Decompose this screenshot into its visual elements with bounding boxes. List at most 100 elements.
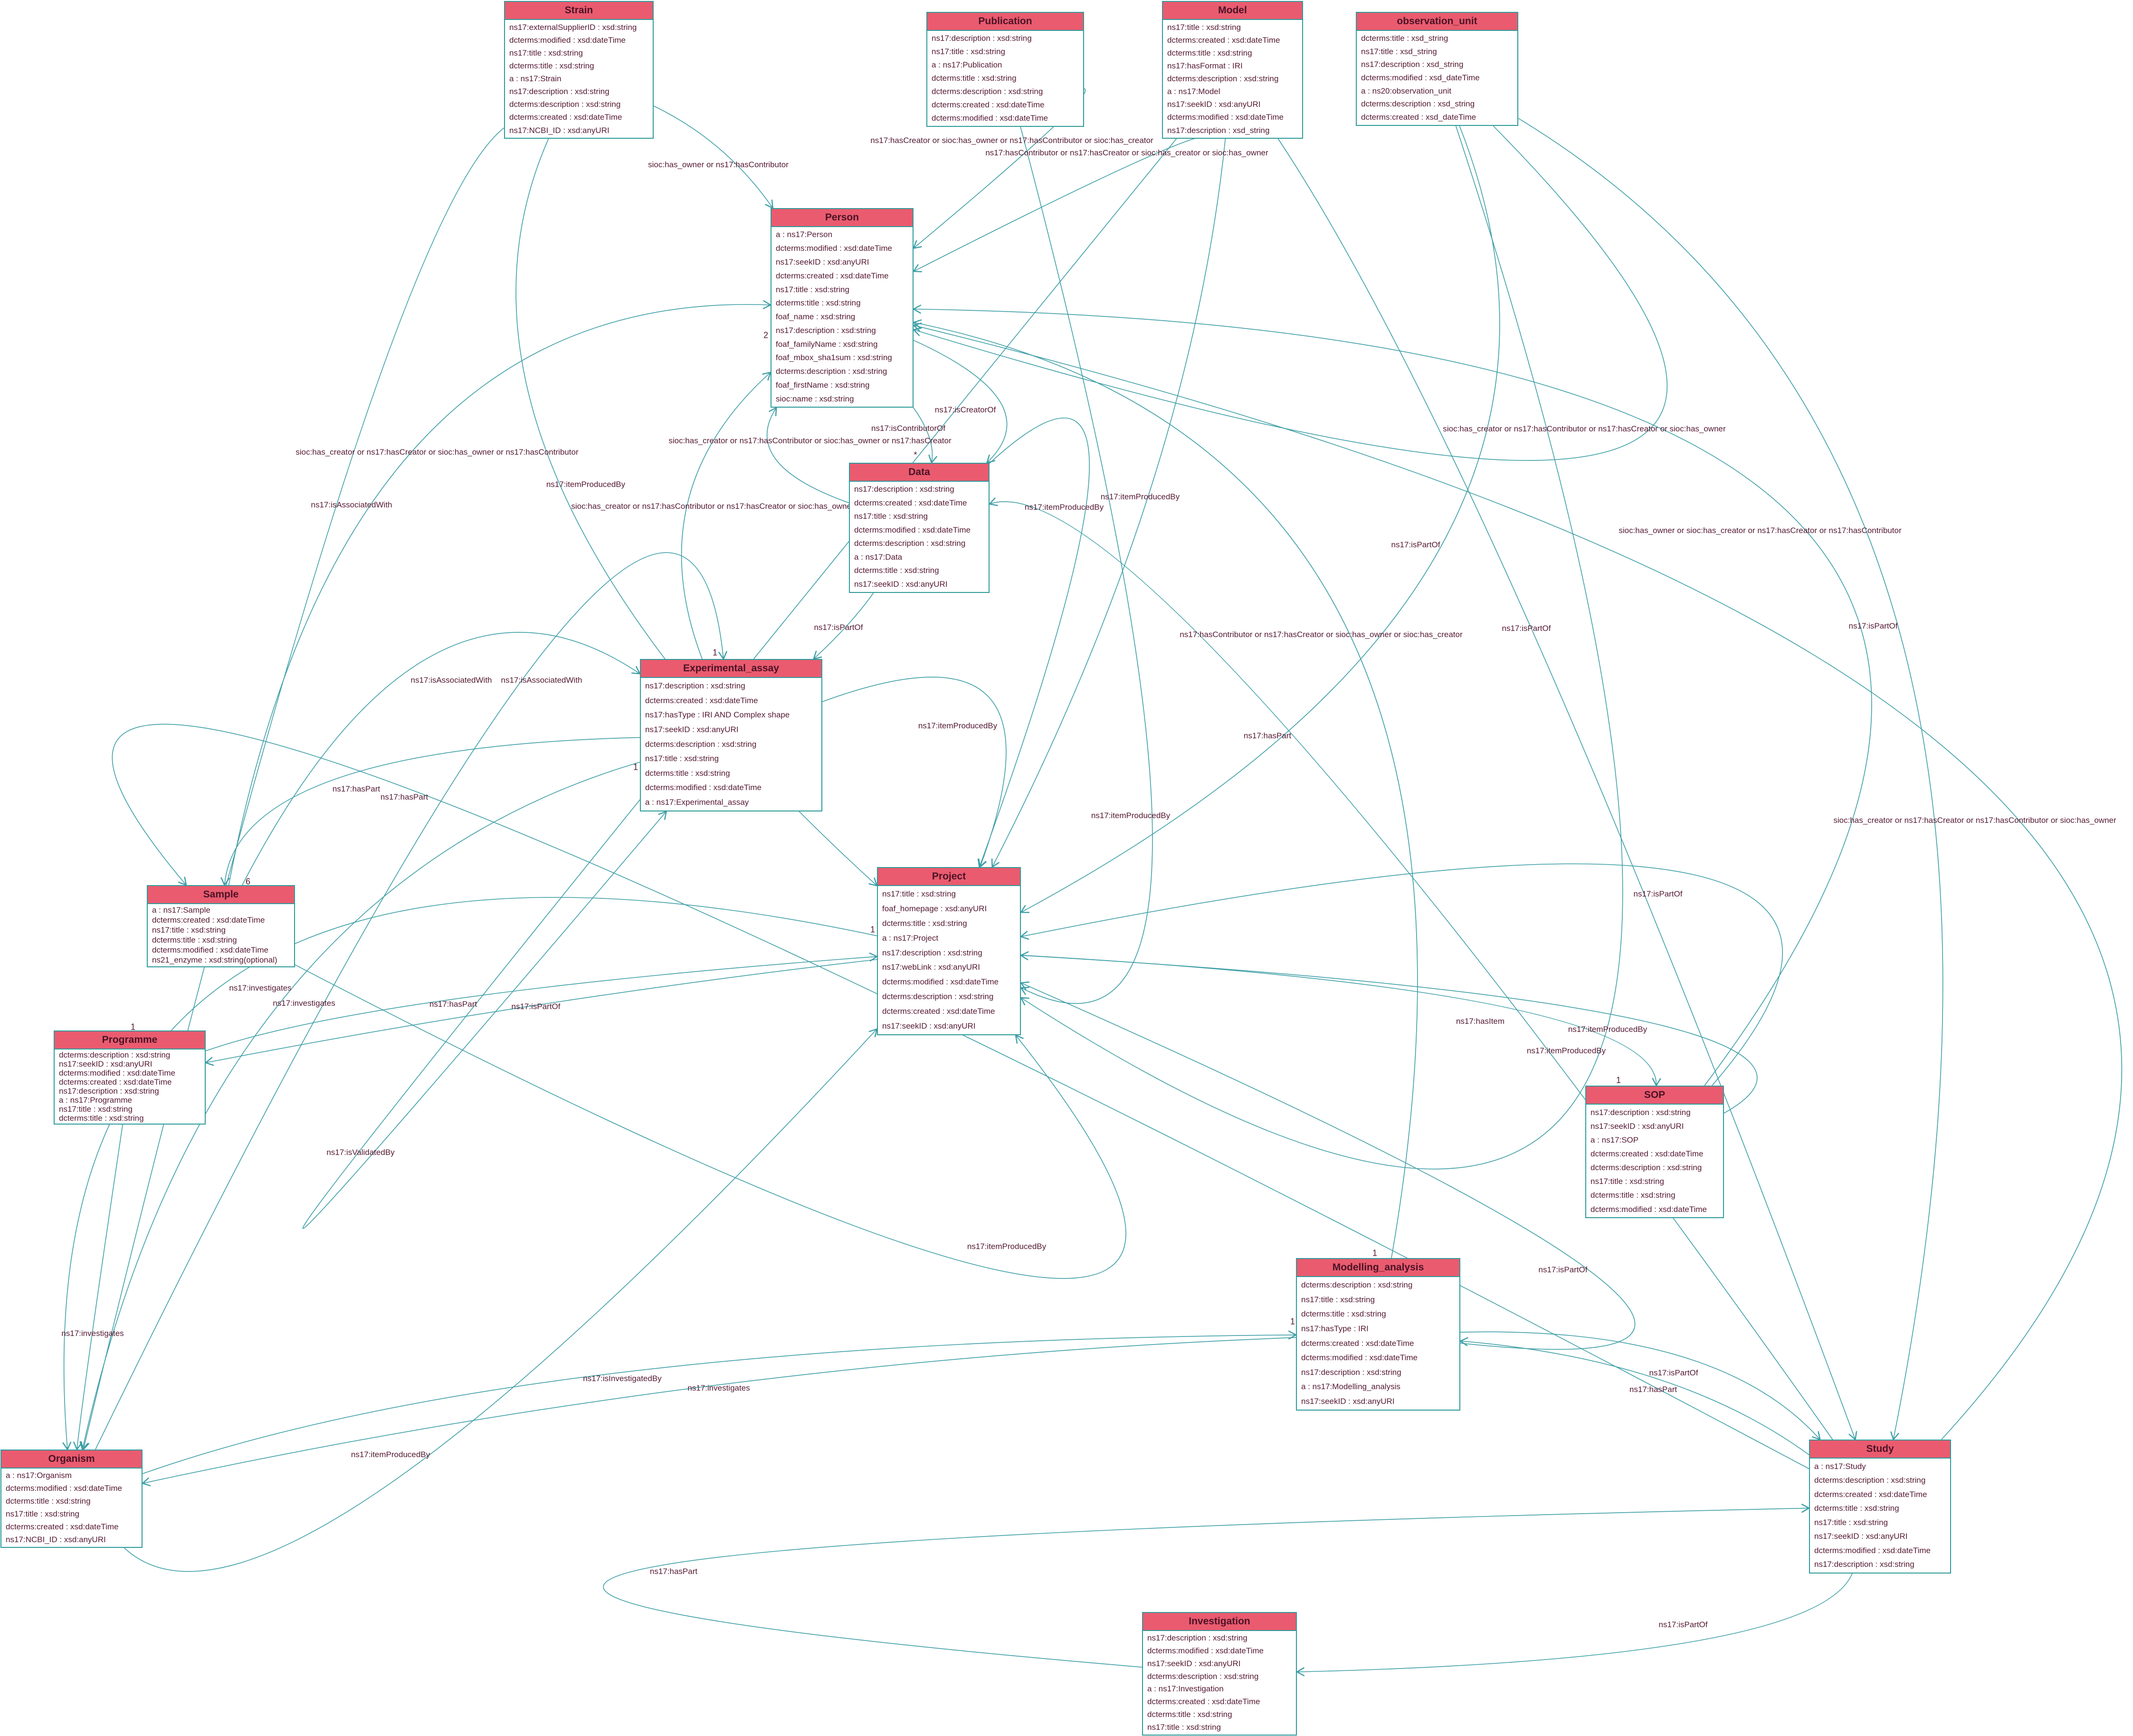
attribute-row: dcterms:created : xsd:dateTime: [59, 1077, 172, 1087]
multiplicity-label: *: [914, 450, 917, 460]
entity-title-modelling_analysis: Modelling_analysis: [1297, 1259, 1459, 1277]
attribute-row: ns17:description : xsd:string: [1301, 1367, 1401, 1377]
attribute-row: ns17:seekID : xsd:anyURI: [59, 1059, 152, 1068]
edge-observation_unit-person: [912, 125, 1667, 461]
edge-model-study: [1277, 138, 1857, 1441]
edge-label-data-person: sioc:has_creator or ns17:hasContributor …: [668, 436, 952, 445]
attribute-row: a : ns17:Model: [1167, 87, 1220, 96]
edge-label-strain-organism: ns17:isAssociatedWith: [311, 500, 392, 509]
edge-modelling_analysis-study: [1460, 1331, 1821, 1440]
entity-title-model: Model: [1163, 2, 1302, 20]
edge-study-investigation: [1295, 1573, 1853, 1677]
attribute-row: dcterms:created : xsd:dateTime: [882, 1006, 995, 1016]
edge-label-model-experimental_assay: ns17:isValidatedBy: [326, 1148, 395, 1157]
attribute-row: a : ns17:Organism: [6, 1471, 72, 1480]
attribute-row: dcterms:description : xsd:string: [1814, 1476, 1926, 1485]
attribute-row: ns17:seekID : xsd:anyURI: [776, 257, 869, 267]
edge-label-observation_unit-study: ns17:isPartOf: [1848, 621, 1898, 630]
edge-label-sop-project: ns17:isPartOf: [1633, 889, 1683, 898]
edge-modelling_analysis-organism: [141, 1337, 1296, 1487]
attribute-row: a : ns20:observation_unit: [1361, 86, 1451, 95]
attribute-row: ns17:description : xsd:string: [1814, 1560, 1914, 1569]
edge-label-modelling_analysis-study: ns17:isPartOf: [1649, 1368, 1698, 1377]
attribute-row: foaf_name : xsd:string: [776, 312, 856, 322]
attribute-row: foaf_mbox_sha1sum : xsd:string: [776, 353, 892, 362]
edge-label-organism-experimental_assay: ns17:isAssociatedWith: [501, 676, 582, 685]
edge-label-sop-person: sioc:has_owner or sioc:has_creator or ns…: [1619, 526, 1902, 535]
entity-title-investigation: Investigation: [1143, 1613, 1296, 1631]
attribute-row: ns17:title : xsd:string: [1590, 1177, 1664, 1186]
attribute-row: dcterms:title : xsd:string: [1590, 1191, 1676, 1200]
attribute-row: dcterms:title : xsd:string: [882, 919, 967, 928]
attribute-row: dcterms:created : xsd:dateTime: [1147, 1697, 1260, 1707]
attribute-row: ns17:description : xsd:string: [645, 681, 745, 691]
attribute-row: dcterms:title : xsd:string: [152, 935, 237, 945]
attribute-row: dcterms:modified : xsd_dateTime: [1361, 73, 1480, 83]
attribute-row: a : ns17:Investigation: [1147, 1684, 1224, 1694]
entity-title-data: Data: [850, 464, 989, 482]
edge-label-project-organism: ns17:investigates: [229, 983, 292, 992]
edge-experimental_assay-sample: [220, 737, 640, 887]
attribute-row: ns17:title : xsd:string: [59, 1104, 133, 1114]
attribute-row: ns17:NCBI_ID : xsd:anyURI: [509, 125, 609, 135]
attribute-row: ns17:description : xsd:string: [776, 325, 876, 335]
attribute-row: dcterms:created : xsd:dateTime: [1814, 1489, 1927, 1499]
entity-title-publication: Publication: [927, 13, 1083, 31]
edge-investigation-study: [603, 1503, 1810, 1668]
edge-observation_unit-project: [1019, 125, 1500, 913]
edge-publication-project: [1019, 126, 1153, 1004]
edge-label-model-project: ns17:itemProducedBy: [1100, 492, 1180, 501]
attribute-row: dcterms:modified : xsd:dateTime: [509, 35, 626, 45]
edge-data-project: [977, 418, 1090, 868]
entity-title-organism: Organism: [1, 1450, 142, 1469]
attribute-row: dcterms:created : xsd:dateTime: [1590, 1149, 1704, 1159]
multiplicity-label: 1: [712, 648, 718, 658]
attribute-row: dcterms:title : xsd:string: [1301, 1309, 1386, 1319]
edge-experimental_assay-project: [822, 677, 1007, 868]
attribute-row: dcterms:title : xsd:string: [1814, 1504, 1899, 1513]
attribute-row: ns17:title : xsd:string: [1301, 1295, 1375, 1304]
attribute-row: dcterms:description : xsd:string: [1301, 1280, 1413, 1290]
attribute-row: dcterms:created : xsd:dateTime: [776, 271, 889, 280]
attribute-row: dcterms:created : xsd:dateTime: [509, 113, 622, 122]
attribute-row: dcterms:created : xsd:dateTime: [854, 498, 967, 507]
edge-label-study-data: ns17:hasPart: [1243, 731, 1292, 740]
edge-organism-modelling_analysis: [142, 1330, 1297, 1474]
edge-model-experimental_assay: [302, 138, 1177, 1229]
multiplicity-label: 1: [1616, 1075, 1621, 1085]
attribute-row: ns17:seekID : xsd:anyURI: [1814, 1532, 1908, 1541]
edge-modelling_analysis-person: [912, 319, 1418, 1259]
entity-title-sop: SOP: [1586, 1087, 1723, 1105]
attribute-row: a : ns17:Modelling_analysis: [1301, 1382, 1400, 1392]
attribute-row: ns17:title : xsd:string: [1814, 1517, 1888, 1527]
attribute-row: dcterms:description : xsd:string: [1167, 74, 1279, 84]
attribute-row: dcterms:modified : xsd:dateTime: [1590, 1204, 1707, 1214]
attribute-row: ns17:title : xsd:string: [6, 1509, 79, 1518]
attribute-row: a : ns17:SOP: [1590, 1135, 1639, 1145]
attribute-row: dcterms:description : xsd_string: [1361, 99, 1475, 109]
edge-label-project-sop: ns17:hasItem: [1456, 1017, 1505, 1026]
attribute-row: ns17:title : xsd:string: [152, 925, 226, 935]
attribute-row: ns17:seekID : xsd:anyURI: [645, 725, 739, 734]
attribute-row: ns17:title : xsd_string: [1361, 47, 1437, 56]
attribute-row: ns17:description : xsd:string: [1147, 1633, 1247, 1643]
edge-strain-person: [653, 105, 774, 210]
attribute-row: dcterms:description : xsd:string: [776, 367, 887, 376]
attribute-row: ns17:hasType : IRI AND Complex shape: [645, 710, 790, 720]
attribute-row: ns17:title : xsd:string: [1167, 22, 1241, 32]
attribute-row: a : ns17:Experimental_assay: [645, 797, 749, 807]
attribute-row: dcterms:title : xsd:string: [1167, 48, 1252, 57]
edge-sop-project: [1019, 863, 1783, 1086]
attribute-row: dcterms:modified : xsd:dateTime: [645, 783, 762, 792]
edge-label-study-sample: ns17:hasPart: [380, 792, 429, 801]
edge-study-sample: [112, 724, 1809, 1469]
attribute-row: dcterms:title : xsd:string: [776, 298, 861, 308]
